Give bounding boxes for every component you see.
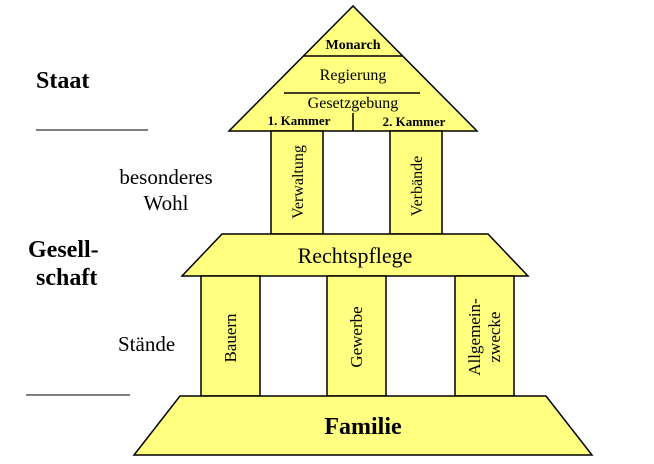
bauern-column bbox=[200, 275, 261, 397]
familie-label: Familie bbox=[324, 414, 402, 440]
base: Familie bbox=[132, 395, 594, 456]
verbaende-column bbox=[389, 130, 443, 235]
rechtspflege-beam bbox=[180, 233, 530, 277]
gesellschaft-label-line1: Gesell- bbox=[28, 237, 99, 263]
regierung-label: Regierung bbox=[320, 67, 387, 84]
verbaende-label: Verbände bbox=[409, 156, 426, 216]
lower-column-center: Gewerbe bbox=[326, 275, 387, 397]
kammer-1-label: 1. Kammer bbox=[268, 113, 331, 128]
besonderes-wohl-label-line1: besonderes bbox=[119, 165, 212, 189]
staende-label: Stände bbox=[118, 332, 175, 356]
besonderes-wohl-label-line2: Wohl bbox=[144, 191, 189, 215]
gewerbe-column bbox=[326, 275, 387, 397]
allgemeinzwecke-label-line1: Allgemein- bbox=[465, 298, 484, 376]
monarch-label: Monarch bbox=[326, 38, 381, 53]
kammer-2-label: 2. Kammer bbox=[383, 114, 446, 129]
middle-beam: Rechtspflege bbox=[180, 233, 530, 277]
lower-column-left: Bauern bbox=[200, 275, 261, 397]
allgemeinzwecke-column bbox=[454, 275, 515, 397]
roof: Monarch Regierung Gesetzgebung 1. Kammer… bbox=[227, 4, 479, 132]
verwaltung-label: Verwaltung bbox=[290, 145, 307, 219]
upper-column-left: Verwaltung bbox=[270, 130, 324, 235]
staat-label: Staat bbox=[36, 68, 89, 94]
rechtspflege-label: Rechtspflege bbox=[298, 243, 413, 268]
gewerbe-label: Gewerbe bbox=[347, 306, 366, 367]
allgemeinzwecke-label-line2: zwecke bbox=[485, 312, 504, 363]
bauern-label: Bauern bbox=[221, 313, 240, 363]
upper-column-right: Verbände bbox=[389, 130, 443, 235]
gesellschaft-label-line2: schaft bbox=[36, 265, 97, 291]
gesetzgebung-label: Gesetzgebung bbox=[308, 95, 399, 112]
familie-base bbox=[132, 395, 594, 456]
lower-column-right: Allgemein- zwecke bbox=[454, 275, 515, 397]
